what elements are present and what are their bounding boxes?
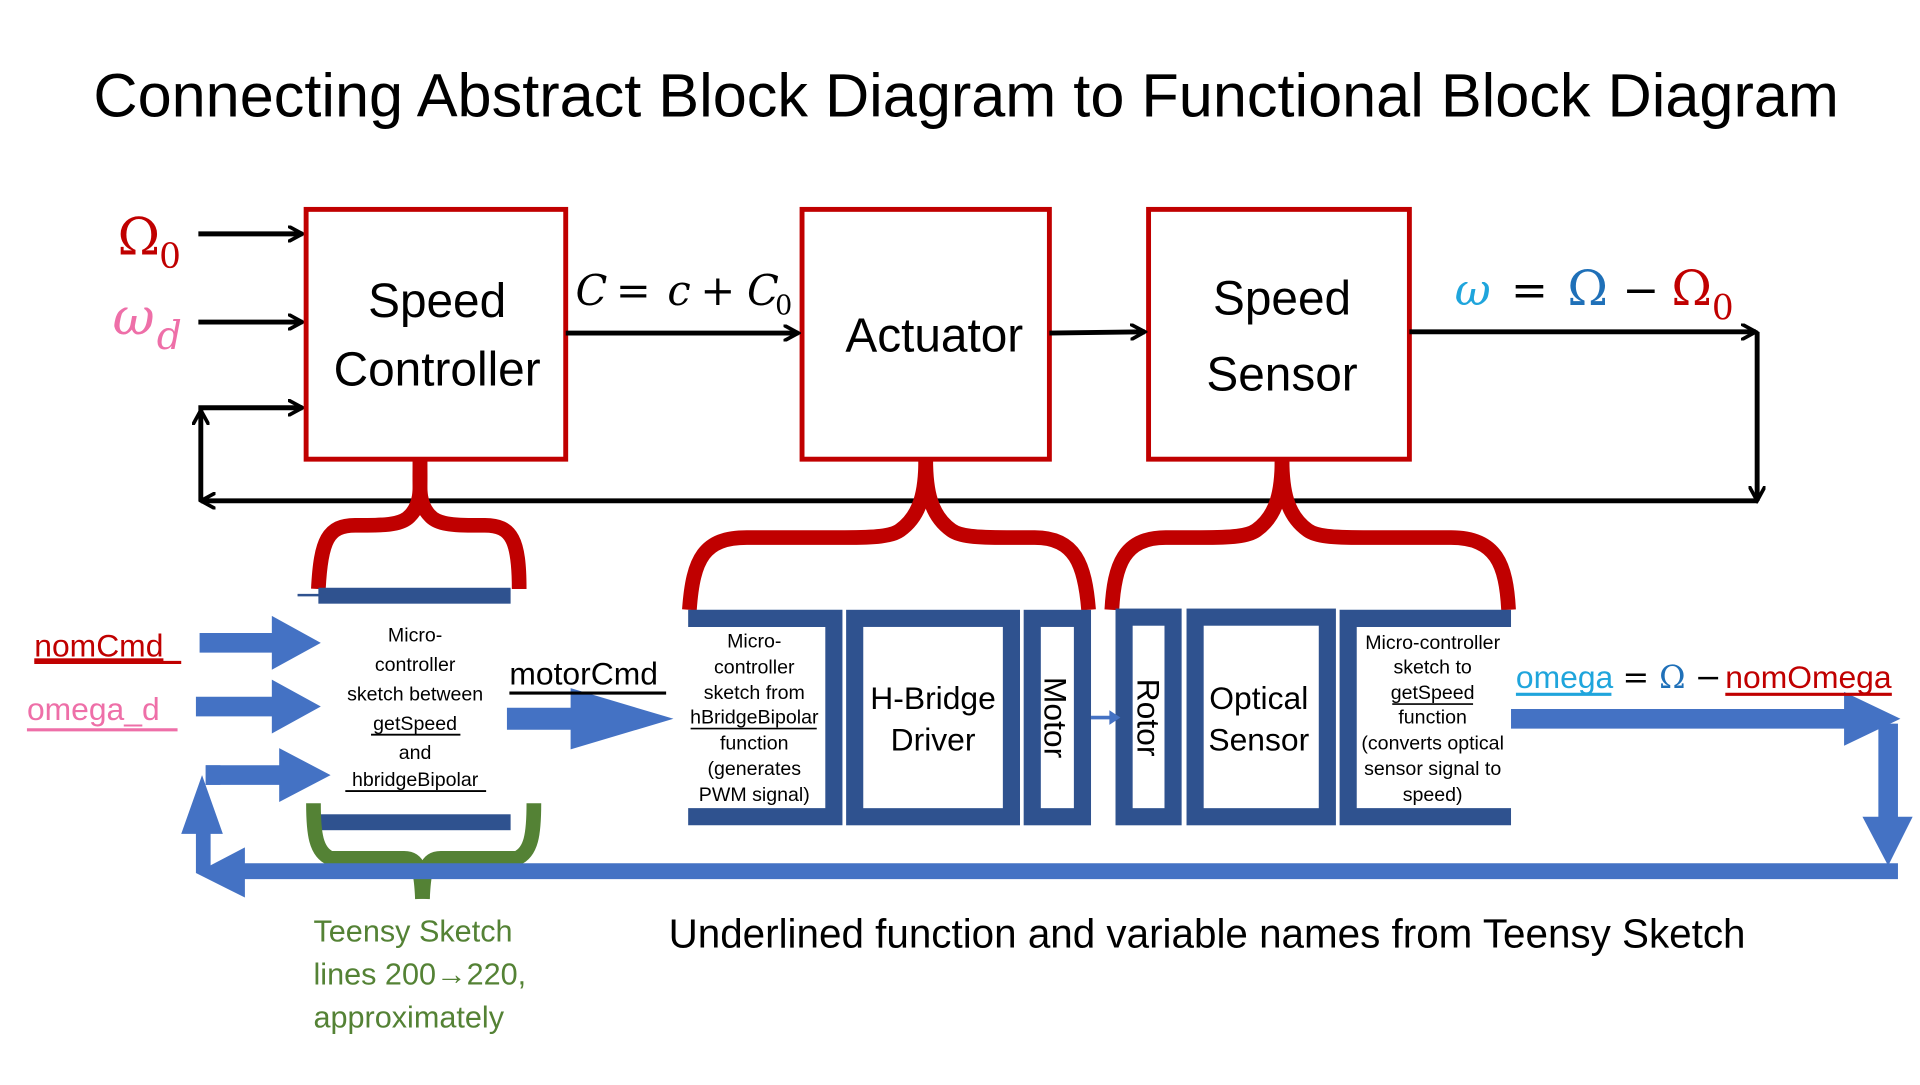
- svg-text:Micro-: Micro-: [727, 631, 781, 653]
- svg-text:0: 0: [775, 291, 792, 322]
- rotor-box: [1115, 608, 1182, 826]
- arrow-feedback-to-controller: [205, 748, 331, 803]
- svg-text:sketch from: sketch from: [704, 682, 805, 704]
- nomcmd-label: nomCmd: [34, 627, 163, 663]
- actuator-mcu-box: [688, 609, 843, 826]
- arrow-nomcmd-to-controller: [199, 615, 321, 670]
- block-arrows: [181, 615, 1913, 898]
- getspeed-ref: getSpeed: [373, 713, 457, 735]
- svg-text:speed): speed): [1403, 784, 1463, 806]
- arrow-actuator-to-sensor: [1049, 332, 1145, 333]
- optical-sensor-box: [1186, 608, 1336, 826]
- arrow-omega-d-to-controller: [195, 679, 321, 734]
- svg-text:Micro-controller: Micro-controller: [1365, 632, 1500, 654]
- svg-text:Ω: Ω: [1659, 658, 1685, 696]
- svg-text:function: function: [1398, 707, 1467, 729]
- arrow-feedback-connector: [205, 765, 221, 785]
- svg-text:Ω: Ω: [1671, 260, 1712, 317]
- brace-speed-sensor-left: [1104, 459, 1290, 611]
- speed-controller-label-line2: Controller: [334, 344, 541, 397]
- motor-box: [1023, 609, 1092, 826]
- functional-omega-equation: omega = Ω − nomOmega: [1516, 658, 1892, 696]
- signal-c-equation: C = c + C 0: [576, 266, 793, 322]
- speed-sensor-label-line1: Speed: [1213, 273, 1351, 326]
- sensor-mcu-box: [1339, 609, 1512, 826]
- hbridge-label-line2: Driver: [891, 722, 976, 758]
- arrow-feedback-return: [195, 847, 1898, 898]
- svg-text:sensor signal to: sensor signal to: [1364, 758, 1501, 780]
- hbridge-driver-box: [846, 609, 1020, 826]
- svg-text:=: =: [616, 266, 651, 315]
- svg-text:ω: ω: [1455, 265, 1491, 316]
- svg-text:0: 0: [1712, 289, 1734, 329]
- speed-controller-label-line1: Speed: [368, 275, 506, 328]
- arrow-omega-output: [1511, 691, 1901, 746]
- omega-d-label: omega_d: [27, 691, 160, 727]
- arrow-feedback-up: [181, 775, 223, 874]
- teensy-note-line2: lines 200→220,: [313, 957, 526, 991]
- brace-speed-sensor-right: [1274, 459, 1516, 611]
- page-title: Connecting Abstract Block Diagram to Fun…: [93, 61, 1839, 129]
- signal-omega-equation: ω = Ω − Ω 0: [1455, 260, 1734, 329]
- svg-text:=: =: [1511, 265, 1548, 316]
- sensor-mcu-text: Micro-controller sketch to getSpeed func…: [1361, 632, 1504, 806]
- input-omega-d-label: ω d: [113, 287, 182, 359]
- hbridgebipolar-ref: hbridgeBipolar: [352, 769, 479, 791]
- hbridgebipolar-function-ref: hBridgeBipolar: [690, 707, 819, 729]
- svg-text:Ω: Ω: [118, 208, 161, 268]
- svg-text:Ω: Ω: [1567, 260, 1608, 317]
- speed-controller-block: [303, 206, 569, 462]
- svg-text:0: 0: [159, 237, 181, 277]
- svg-text:controller: controller: [714, 656, 795, 678]
- optical-sensor-label-line2: Sensor: [1208, 722, 1309, 758]
- svg-text:PWM signal): PWM signal): [699, 784, 810, 806]
- brace-speed-controller-right: [412, 459, 527, 589]
- svg-text:sketch between: sketch between: [347, 683, 483, 705]
- motor-label: Motor: [1037, 677, 1073, 759]
- svg-text:and: and: [399, 742, 432, 764]
- teensy-note-line3: approximately: [313, 1000, 504, 1034]
- brace-actuator-left: [682, 459, 934, 611]
- getspeed-function-ref: getSpeed: [1391, 682, 1475, 704]
- controller-description: Micro- controller sketch between getSpee…: [345, 625, 487, 792]
- nomomega-var: nomOmega: [1725, 659, 1892, 695]
- optical-sensor-label-line1: Optical: [1209, 680, 1308, 716]
- motorcmd-label: motorCmd: [509, 655, 658, 691]
- caption: Underlined function and variable names f…: [669, 911, 1746, 957]
- svg-text:+: +: [700, 266, 735, 315]
- brace-actuator-right: [918, 459, 1096, 611]
- speed-sensor-block: [1146, 206, 1412, 462]
- arrow-motor-to-rotor-head: [1109, 710, 1121, 725]
- arrow-motorcmd-to-actuator: [506, 688, 674, 750]
- teensy-note-line1: Teensy Sketch: [313, 915, 512, 949]
- actuator-block: [799, 206, 1052, 462]
- svg-text:Micro-: Micro-: [388, 625, 442, 647]
- actuator-mcu-text: Micro- controller sketch from hBridgeBip…: [690, 631, 819, 806]
- omega-var: omega: [1516, 659, 1614, 695]
- svg-text:sketch to: sketch to: [1393, 656, 1471, 678]
- hbridge-label-line1: H-Bridge: [870, 680, 996, 716]
- controller-top-bar: [318, 587, 511, 604]
- svg-text:(generates: (generates: [707, 758, 801, 780]
- svg-text:controller: controller: [375, 654, 456, 676]
- svg-text:(converts optical: (converts optical: [1361, 732, 1504, 754]
- svg-text:function: function: [720, 732, 789, 754]
- controller-bottom-bar: [318, 814, 511, 831]
- svg-text:ω: ω: [113, 287, 155, 347]
- arrow-feedback-down: [1862, 723, 1913, 866]
- svg-text:−: −: [1695, 658, 1722, 696]
- svg-text:C: C: [747, 266, 779, 315]
- actuator-label: Actuator: [845, 309, 1023, 362]
- svg-text:C: C: [576, 266, 608, 315]
- brace-speed-controller-left: [311, 459, 428, 590]
- svg-text:=: =: [1622, 658, 1649, 696]
- svg-text:c: c: [667, 266, 690, 315]
- input-omega0-label: Ω 0: [118, 208, 181, 277]
- svg-text:−: −: [1622, 265, 1659, 316]
- rotor-label: Rotor: [1131, 679, 1167, 757]
- svg-text:d: d: [157, 314, 182, 359]
- speed-sensor-label-line2: Sensor: [1206, 349, 1357, 402]
